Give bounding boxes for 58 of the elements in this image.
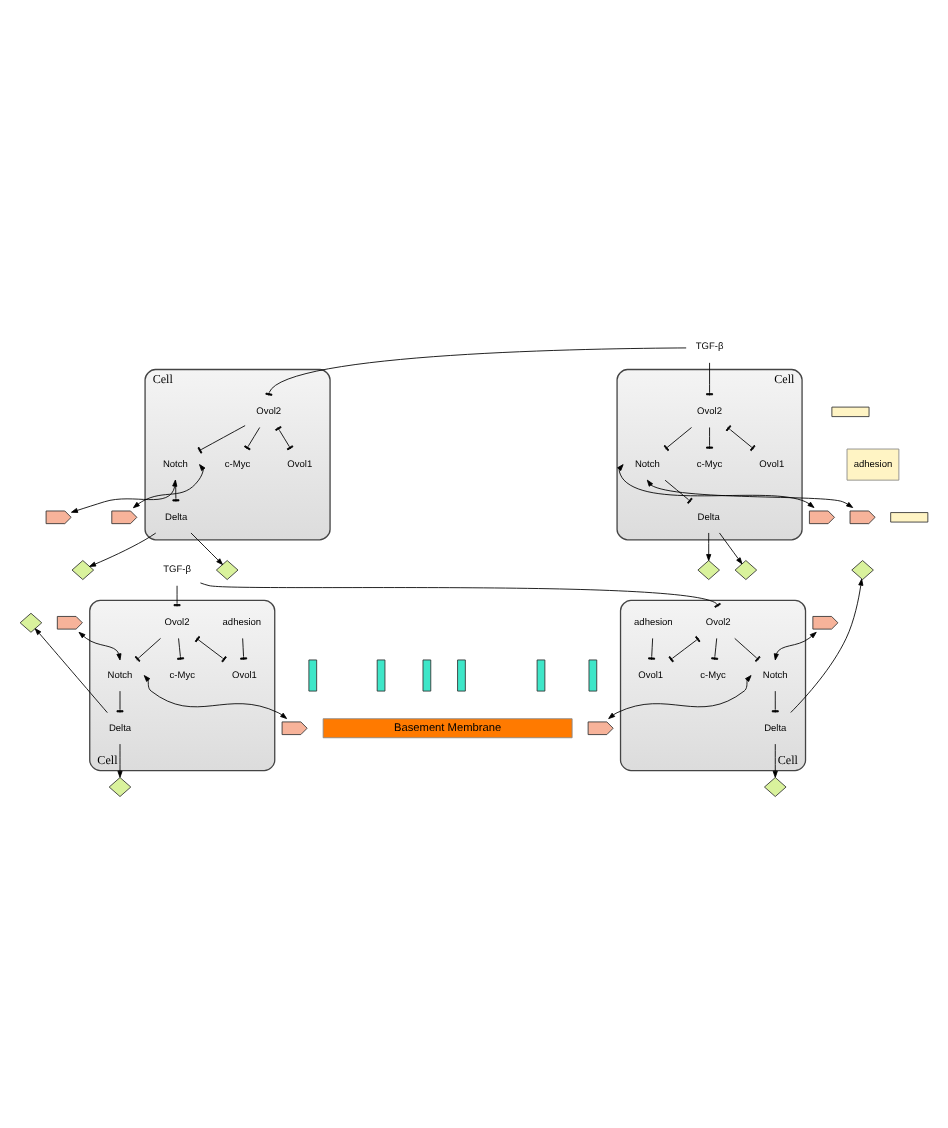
node-diamond <box>697 560 720 580</box>
arrow <box>719 532 743 565</box>
arrow <box>34 628 108 714</box>
node-bar <box>422 659 432 692</box>
connector <box>664 479 693 504</box>
node-bar <box>376 659 386 692</box>
connector <box>240 637 248 661</box>
connector <box>275 426 294 451</box>
node-bar <box>588 659 598 692</box>
arrow <box>772 743 778 778</box>
node-diamond <box>19 612 43 633</box>
arrow <box>89 532 157 567</box>
connector <box>711 637 719 661</box>
connector <box>134 637 161 663</box>
arrow <box>71 479 178 513</box>
connector <box>648 637 656 661</box>
connector <box>197 425 246 454</box>
connector <box>663 427 692 452</box>
connector <box>177 637 185 661</box>
node-bar <box>831 406 870 418</box>
arrow <box>132 464 206 509</box>
arrow <box>190 532 223 565</box>
arrow <box>78 631 122 661</box>
node-box <box>587 721 614 735</box>
arrow <box>117 743 123 778</box>
connector <box>668 635 701 663</box>
node-bar <box>890 512 929 523</box>
node-box <box>56 616 83 630</box>
node-diamond <box>764 777 787 797</box>
arrow <box>617 464 815 508</box>
arrow <box>773 631 817 661</box>
node-diamond <box>851 560 874 580</box>
node-box <box>111 510 138 525</box>
connector <box>771 690 779 713</box>
node-diamond <box>108 777 132 797</box>
connector <box>243 427 261 451</box>
arrow <box>143 675 288 719</box>
connector <box>172 479 180 502</box>
node-box <box>812 616 839 630</box>
arrow <box>608 675 752 719</box>
node-bar <box>536 659 546 692</box>
node-bar <box>308 659 318 692</box>
connector <box>194 635 227 663</box>
node-box <box>849 510 876 525</box>
connector <box>265 347 687 396</box>
node-diamond <box>734 560 758 580</box>
connector <box>200 582 721 608</box>
node-bar <box>457 659 466 692</box>
connector <box>725 425 756 452</box>
arrow <box>790 578 864 713</box>
arrow <box>706 532 712 561</box>
connector <box>706 427 713 450</box>
node-box <box>809 510 835 525</box>
connector <box>116 690 124 713</box>
connector <box>734 637 761 663</box>
node-box <box>281 721 308 735</box>
arrow <box>646 479 854 508</box>
node-box <box>45 510 72 525</box>
